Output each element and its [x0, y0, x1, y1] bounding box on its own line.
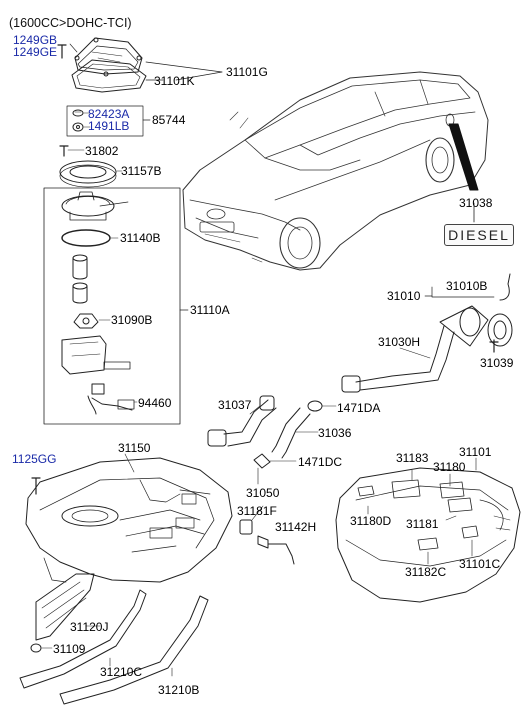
part-label-31180d[interactable]: 31180D [350, 514, 392, 528]
part-label-31142h[interactable]: 31142H [275, 520, 317, 534]
part-label-31183[interactable]: 31183 [396, 451, 429, 465]
strap-31210c [19, 589, 147, 689]
fuel-pump [72, 254, 88, 304]
part-label-31157b[interactable]: 31157B [121, 164, 162, 178]
filler-cap-31010b [487, 273, 513, 347]
part-label-31110a[interactable]: 31110A [190, 303, 230, 317]
fuel-tank-31150 [25, 457, 233, 583]
filler-hose-31036 [271, 407, 311, 459]
part-label-31030h[interactable]: 31030H [378, 335, 421, 349]
heat-shield-31120j [35, 573, 95, 641]
part-label-85744[interactable]: 85744 [152, 113, 186, 127]
part-label-31101k[interactable]: 31101K [154, 74, 195, 88]
part-label-31210c[interactable]: 31210C [100, 665, 143, 679]
bolt-31039 [489, 339, 499, 353]
vent-hose-31037 [207, 395, 277, 447]
part-label-31150[interactable]: 31150 [118, 441, 151, 455]
tank-insulation-assembly [335, 467, 521, 603]
pump-flange [61, 191, 129, 221]
reservoir [61, 335, 131, 375]
part-label-31182c[interactable]: 31182C [405, 565, 447, 579]
part-label-1471dc[interactable]: 1471DC [298, 455, 343, 469]
regulator [73, 313, 99, 329]
cover-gasket [71, 59, 147, 93]
valve-31050 [239, 519, 269, 549]
part-label-31181f[interactable]: 31181F [237, 504, 277, 518]
insulation-pads [357, 479, 479, 551]
part-label-31050[interactable]: 31050 [246, 486, 280, 500]
part-label-31180[interactable]: 31180 [433, 460, 466, 474]
diesel-emblem: DIESEL [444, 224, 514, 246]
lock-ring [59, 160, 117, 188]
clamp-1471dc [253, 453, 271, 469]
part-label-1491lb[interactable]: 1491LB [88, 119, 130, 133]
sender-cover-plate [74, 37, 143, 77]
o-ring [61, 229, 111, 247]
part-label-31039[interactable]: 31039 [480, 356, 514, 370]
part-label-31010[interactable]: 31010 [387, 289, 421, 303]
part-label-94460[interactable]: 94460 [138, 396, 172, 410]
part-label-31037[interactable]: 31037 [218, 398, 252, 412]
part-label-1125gg[interactable]: 1125GG [12, 452, 57, 466]
fuel-door-pointer [448, 123, 479, 191]
part-label-1471da[interactable]: 1471DA [337, 401, 381, 415]
part-label-31038[interactable]: 31038 [459, 196, 493, 210]
filler-neck-31030h [341, 305, 489, 393]
part-label-31101c[interactable]: 31101C [459, 557, 501, 571]
nut-31109 [30, 643, 42, 653]
clip-82423a [72, 109, 84, 117]
part-label-31036[interactable]: 31036 [318, 426, 352, 440]
part-label-31210b[interactable]: 31210B [158, 683, 200, 697]
part-label-82423a[interactable]: 82423A [88, 107, 130, 121]
clamp-1471da [307, 400, 323, 412]
engine-variant-header: (1600CC>DOHC-TCI) [9, 16, 132, 30]
part-label-31120j[interactable]: 31120J [70, 620, 109, 634]
pump-module-box [43, 187, 181, 425]
part-label-1249gb[interactable]: 1249GB [13, 33, 58, 47]
part-label-31010b[interactable]: 31010B [446, 279, 488, 293]
fuel-level-sender [87, 383, 135, 415]
part-label-31181[interactable]: 31181 [406, 517, 439, 531]
hose-31142h [267, 543, 295, 565]
car-illustration [182, 71, 489, 271]
strap-31210b [59, 595, 209, 705]
part-label-31140b[interactable]: 31140B [120, 231, 161, 245]
part-label-31101g[interactable]: 31101G [226, 65, 268, 79]
clip-1491lb [72, 122, 84, 132]
part-label-31101[interactable]: 31101 [459, 445, 492, 459]
part-label-31802[interactable]: 31802 [85, 144, 119, 158]
part-label-31090b[interactable]: 31090B [111, 313, 153, 327]
part-label-31109[interactable]: 31109 [53, 642, 86, 656]
part-label-1249ge[interactable]: 1249GE [13, 45, 58, 59]
